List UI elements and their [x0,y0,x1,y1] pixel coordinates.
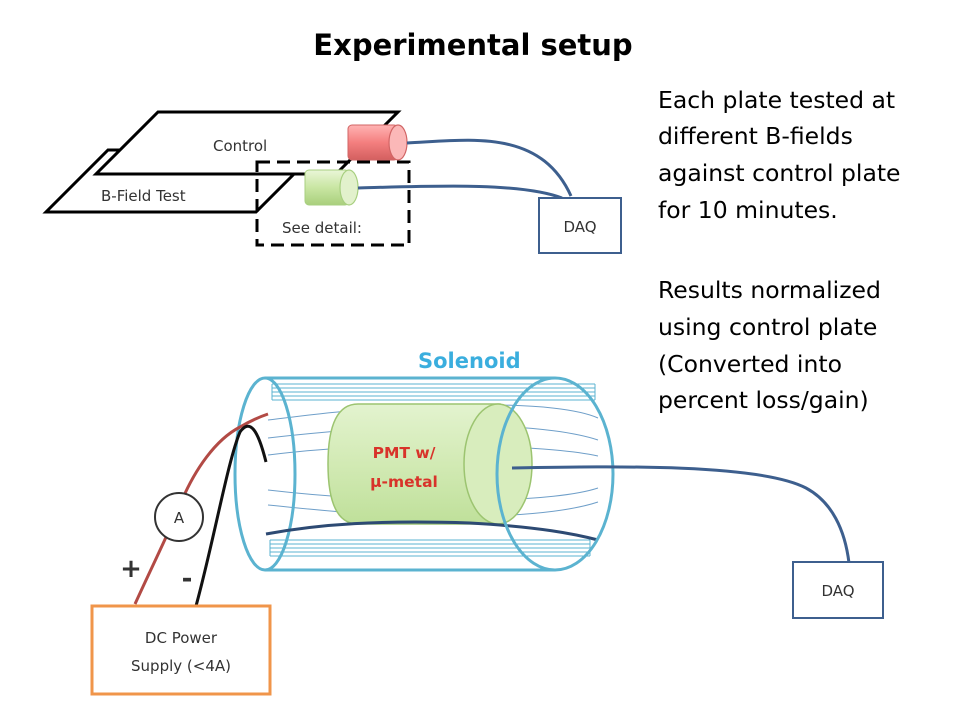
description-line: percent loss/gain) [658,386,869,414]
bfield-signal-wire [357,184,563,200]
description-line: Each plate tested at [658,86,895,114]
pmt-label-line1: PMT w/ [373,444,436,462]
daq-box-bottom [792,561,884,619]
power-supply-label-line1: DC Power [145,629,218,647]
description-line: against control plate [658,159,901,187]
solenoid-top-windings [271,383,596,401]
pmt-signal-wire [511,465,851,564]
pmt-label-line2: μ-metal [370,473,438,491]
description-paragraph-2: Results normalized using control plate (… [658,276,881,414]
solenoid-left-end [233,376,297,572]
negative-wire [194,424,268,607]
bottom-field-line [265,520,599,542]
description-line: Results normalized [658,276,881,304]
description-line: (Converted into [658,350,842,378]
ammeter-label: A [174,509,185,527]
bfield-test-label: B-Field Test [101,187,186,205]
description-paragraph-1: Each plate tested at different B-fields … [658,86,901,224]
detail-label: See detail: [282,219,362,237]
page-title: Experimental setup [313,28,632,62]
daq-box-top [538,197,622,254]
ammeter [154,492,204,542]
daq-label-bottom: DAQ [821,582,854,600]
dc-power-supply [90,604,272,696]
control-label: Control [213,137,267,155]
description-line: different B-fields [658,122,853,150]
daq-label-top: DAQ [563,218,596,236]
detail-box [255,160,411,247]
control-signal-wire [406,138,573,197]
plus-label: + [120,554,142,584]
solenoid-label: Solenoid [418,349,521,373]
power-supply-label-line2: Supply (<4A) [131,657,231,675]
description-line: for 10 minutes. [658,196,838,224]
bfield-pmt-cylinder [304,169,359,206]
control-pmt-cylinder [347,124,408,161]
minus-label: - [182,564,193,594]
solenoid-right-end [495,376,615,572]
description-line: using control plate [658,313,877,341]
solenoid-bottom-windings [269,539,591,557]
solenoid-body-edges [265,376,555,572]
